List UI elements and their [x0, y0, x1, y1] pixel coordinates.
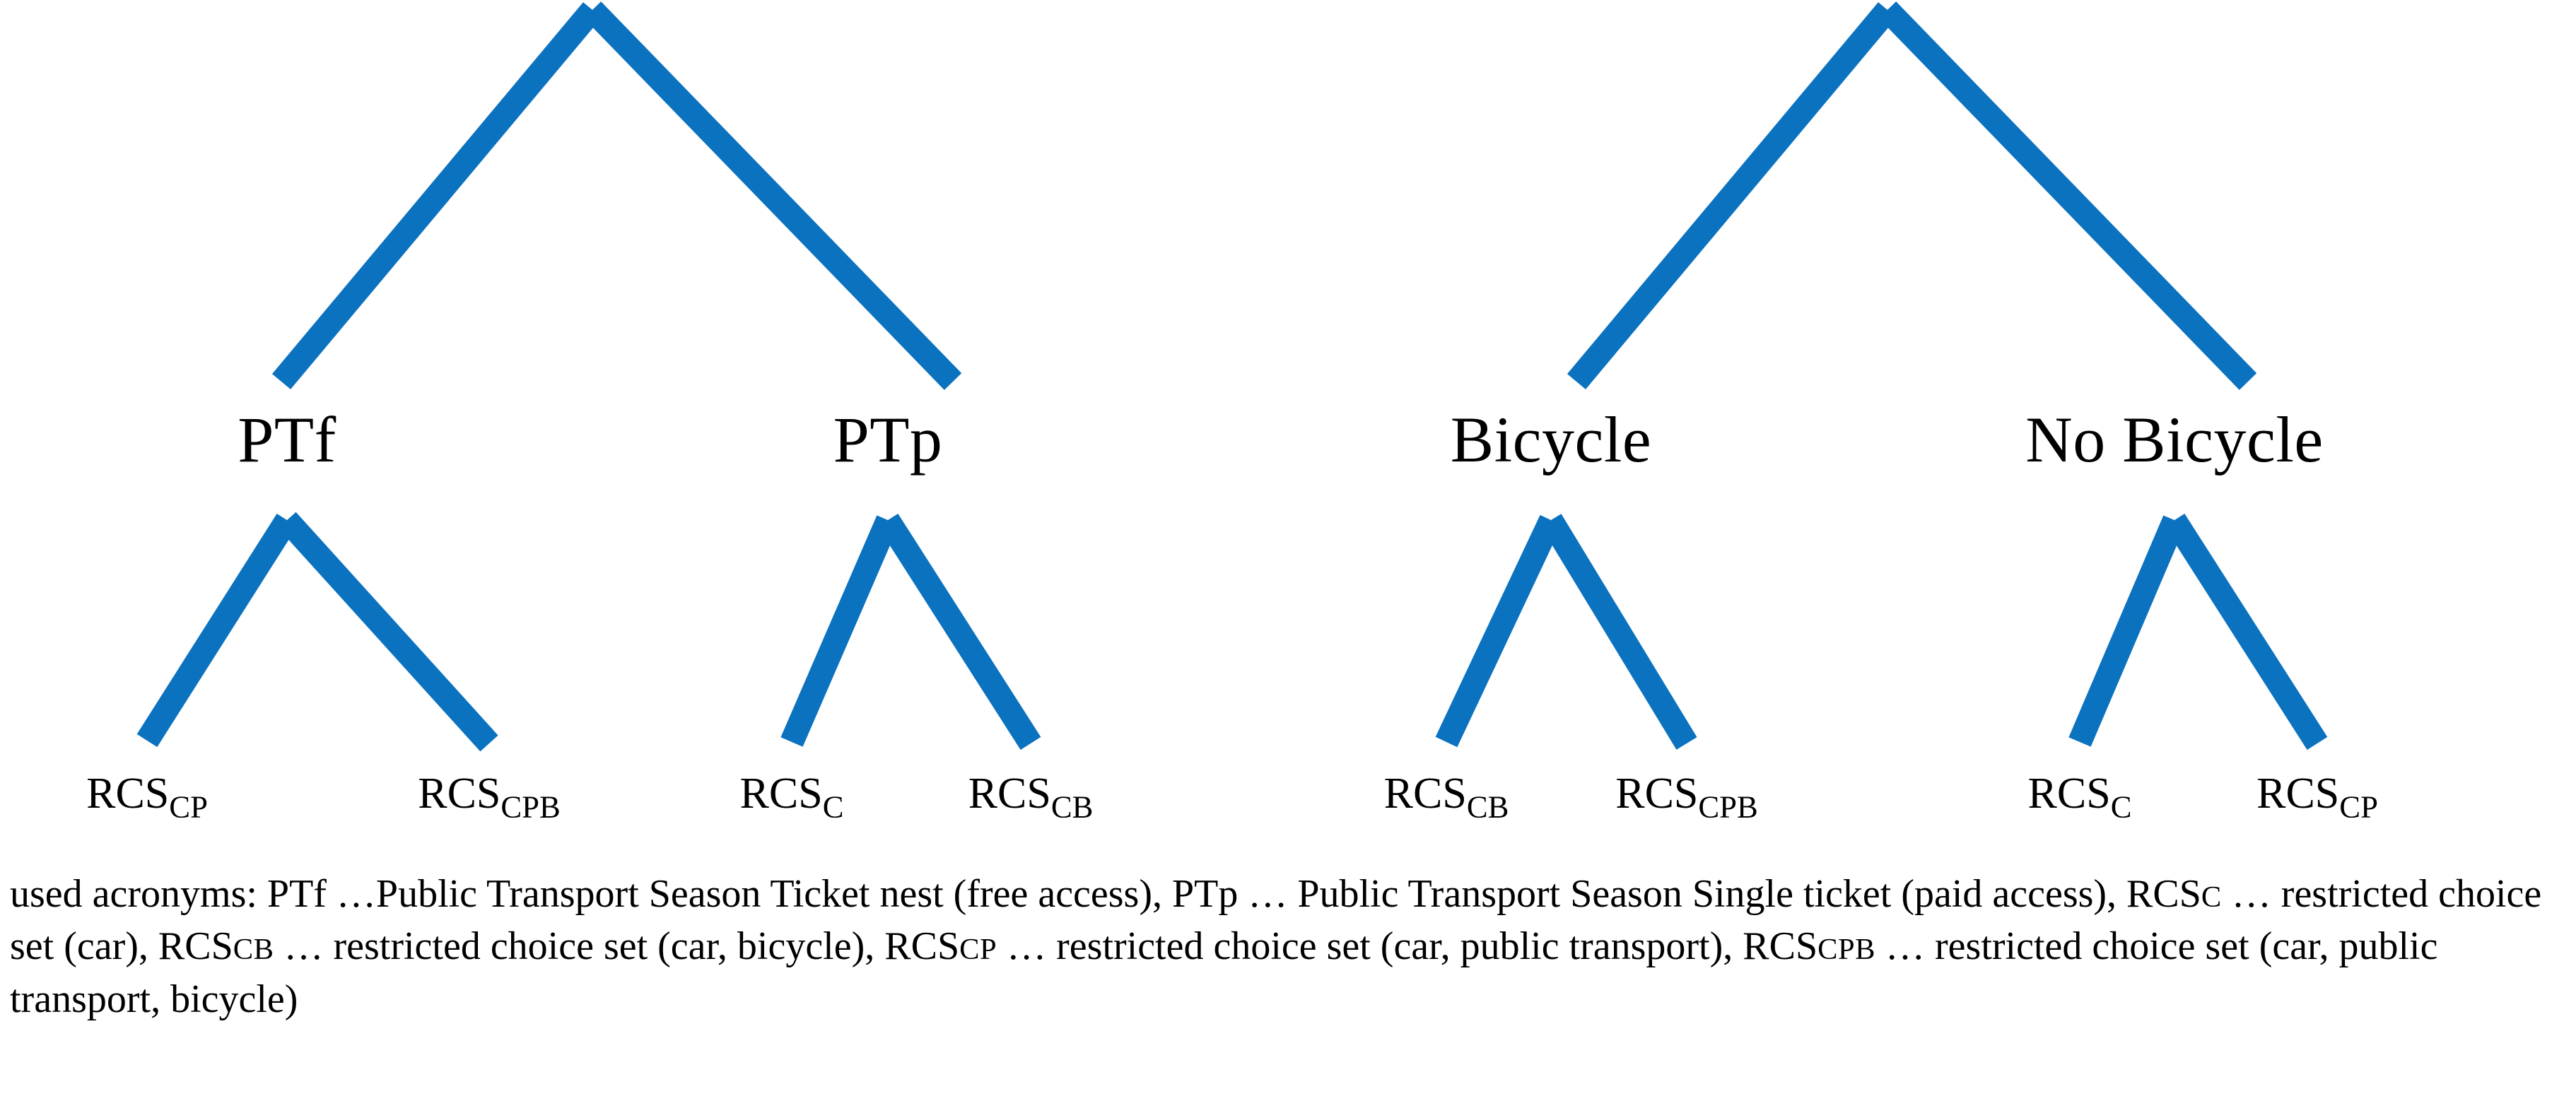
leaf-rcs-cpb-1[interactable]: RCSCPB [418, 772, 561, 823]
caption-seg4: … restricted choice set (car, public tra… [10, 924, 2438, 1021]
leaf-base: RCS [1383, 770, 1467, 818]
leaf-rcs-cp-1[interactable]: RCSCP [86, 772, 208, 823]
leaf-base: RCS [739, 770, 823, 818]
branch-no-bicycle-to-rcs-c [2068, 515, 2186, 747]
leaf-rcs-c-1[interactable]: RCSC [740, 772, 844, 823]
branch-ptp-to-rcs-c [780, 515, 899, 747]
leaf-base: RCS [968, 770, 1051, 818]
leaf-subscript: CPB [1698, 789, 1758, 825]
node-bicycle[interactable]: Bicycle [1450, 404, 1652, 476]
caption-seg3: … restricted choice set (car, public tra… [997, 924, 1818, 969]
leaf-base: RCS [86, 770, 170, 818]
branch-right-root-to-bicycle [1567, 2, 1897, 389]
caption-sc-cp: CP [959, 933, 997, 967]
leaf-subscript: C [2110, 789, 2132, 825]
leaf-rcs-cb-2[interactable]: RCSCB [1384, 772, 1509, 823]
leaf-rcs-c-2[interactable]: RCSC [2028, 772, 2132, 823]
branch-no-bicycle-to-rcs-cp [2164, 513, 2328, 750]
leaf-base: RCS [2256, 770, 2340, 818]
branch-ptp-to-rcs-cb [877, 513, 1041, 750]
leaf-subscript: CPB [500, 789, 561, 825]
branch-ptf-to-rcs-cpb [278, 512, 498, 752]
node-ptf[interactable]: PTf [238, 404, 336, 476]
leaf-subscript: CB [1466, 789, 1509, 825]
branch-right-root-to-no-bicycle [1878, 1, 2257, 390]
caption-sc-cpb: CPB [1817, 933, 1876, 967]
branch-bicycle-to-rcs-cb [1435, 514, 1562, 748]
leaf-rcs-cpb-2[interactable]: RCSCPB [1615, 772, 1758, 823]
acronym-legend-caption: used acronyms: PTf …Public Transport Sea… [10, 868, 2566, 1025]
branch-bicycle-to-rcs-cpb [1540, 514, 1697, 750]
leaf-rcs-cp-2[interactable]: RCSCP [2256, 772, 2378, 823]
leaf-subscript: CB [1050, 789, 1094, 825]
branch-left-root-to-ptp [583, 1, 962, 390]
leaf-subscript: CP [2339, 789, 2378, 825]
caption-sc-cb: CB [233, 933, 274, 967]
leaf-rcs-cb-1[interactable]: RCSCB [968, 772, 1094, 823]
branch-ptf-to-rcs-cp [136, 513, 298, 748]
node-ptp[interactable]: PTp [833, 404, 943, 476]
caption-lead: used acronyms: PTf …Public Transport Sea… [10, 872, 2201, 916]
caption-seg1: … restricted choice set (car), RCS [10, 872, 2542, 969]
leaf-base: RCS [1615, 770, 1699, 818]
caption-seg2: … restricted choice set (car, bicycle), … [274, 924, 960, 969]
node-no-bicycle[interactable]: No Bicycle [2025, 404, 2324, 476]
caption-sc-c: C [2201, 881, 2222, 914]
tree-branches-svg [136, 1, 2328, 752]
leaf-base: RCS [2027, 770, 2111, 818]
leaf-subscript: CP [169, 789, 208, 825]
branch-left-root-to-ptf [271, 2, 602, 389]
leaf-subscript: C [822, 789, 844, 825]
leaf-base: RCS [418, 770, 501, 818]
